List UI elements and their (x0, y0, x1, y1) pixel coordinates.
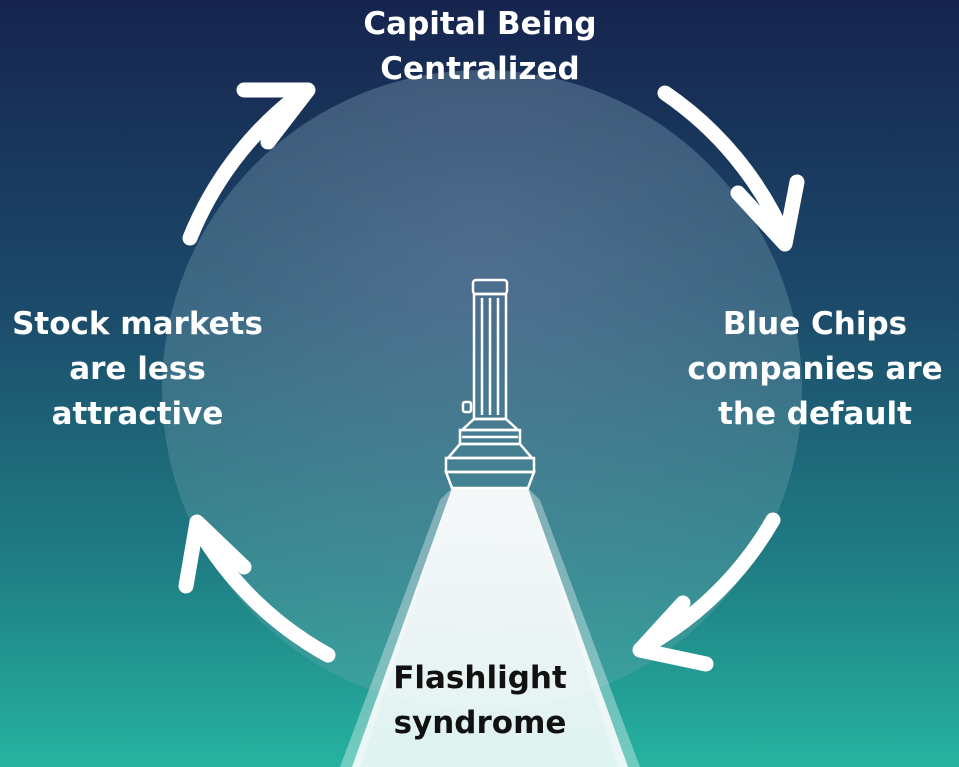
cycle-label-capital-centralized: Capital Being Centralized (363, 6, 597, 87)
arrow-icon (632, 512, 781, 672)
flashlight-icon (444, 278, 536, 490)
flashlight-beam (340, 488, 640, 767)
cycle-label-flashlight-syndrome: Flashlight syndrome (393, 660, 567, 741)
cycle-label-blue-chips: Blue Chips companies are the default (687, 306, 943, 432)
arrow-icon (657, 85, 805, 252)
cycle-label-stock-markets: Stock markets are less attractive (12, 306, 263, 432)
arrow-icon (182, 82, 316, 246)
arrow-icon (178, 514, 336, 663)
